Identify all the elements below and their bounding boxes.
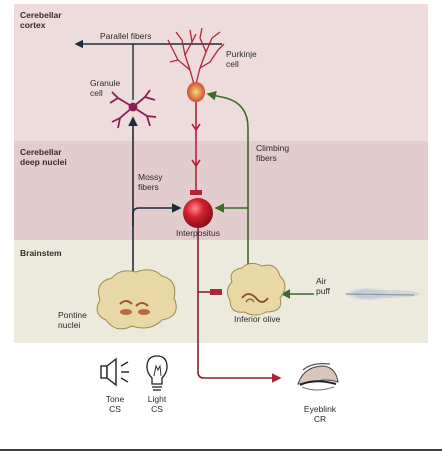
label-interpositus: Interpositus	[176, 228, 220, 238]
brainstem-title: Brainstem	[20, 248, 62, 258]
inhibitory-synapse-olive	[210, 289, 222, 295]
interpositus-nucleus	[183, 198, 213, 228]
parallel-fibers	[74, 39, 222, 100]
cortex-region	[14, 4, 428, 141]
label-parallel-fibers: Parallel fibers	[100, 31, 152, 41]
purkinje-axon	[191, 102, 201, 190]
granule-cell	[109, 89, 157, 129]
air-puff-icon	[338, 285, 420, 303]
speaker-icon	[100, 357, 129, 387]
lightbulb-icon	[146, 355, 168, 391]
interpositus-output	[197, 228, 282, 383]
pontine-nuclei	[96, 269, 177, 330]
deep-nuclei-region	[14, 141, 428, 240]
inferior-olive	[226, 262, 286, 316]
climbing-fiber-pathway	[206, 91, 314, 299]
inhibitory-synapse-interpositus	[190, 190, 202, 195]
label-inferior-olive: Inferior olive	[234, 314, 281, 324]
purkinje-soma	[187, 82, 205, 102]
purkinje-cell	[167, 27, 225, 89]
mossy-fiber-pathway	[128, 116, 182, 290]
eye-icon	[297, 363, 339, 391]
